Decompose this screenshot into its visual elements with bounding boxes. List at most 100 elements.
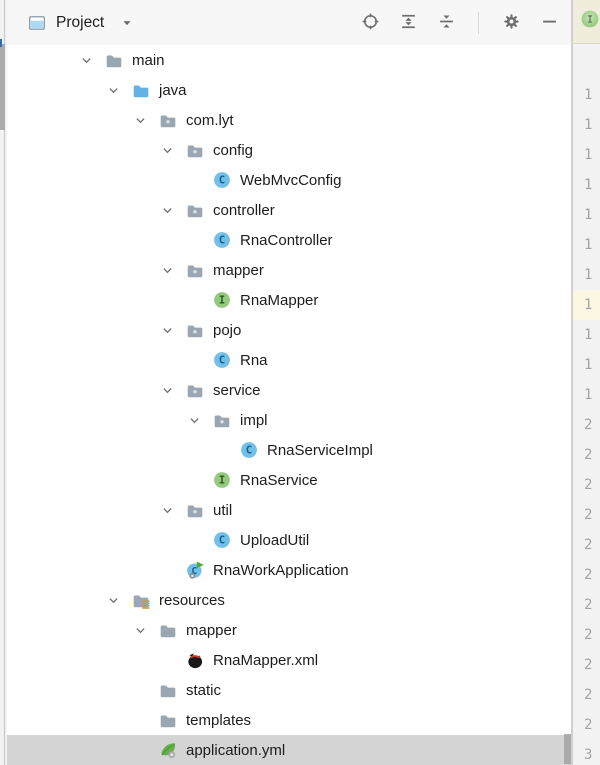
tree-item-label: UploadUtil (240, 531, 310, 549)
tree-item-config[interactable]: config (7, 135, 571, 165)
tree-item-controller[interactable]: controller (7, 195, 571, 225)
spring-boot-class-icon: C (186, 561, 204, 579)
tree-item-rnaworkapplication[interactable]: C RnaWorkApplication (7, 555, 571, 585)
chevron-spacer (186, 525, 213, 555)
line-number: 2 (584, 507, 593, 523)
package-icon (186, 201, 204, 219)
chevron-down-icon[interactable] (105, 75, 132, 105)
tree-item-label: RnaService (240, 471, 318, 489)
tree-item-impl[interactable]: impl (7, 405, 571, 435)
tree-item-label: Rna (240, 351, 268, 369)
class-icon: C (213, 171, 231, 189)
tree-item-rnaservice[interactable]: I RnaService (7, 465, 571, 495)
minimize-icon (541, 13, 558, 33)
toolbar-separator (478, 11, 479, 34)
tool-window-title: Project (56, 13, 105, 31)
package-icon (186, 261, 204, 279)
tree-item-application-yml[interactable]: application.yml (7, 735, 571, 765)
chevron-spacer (132, 705, 159, 735)
tree-item-uploadutil[interactable]: C UploadUtil (7, 525, 571, 555)
chevron-down-icon[interactable] (186, 405, 213, 435)
chevron-down-icon[interactable] (159, 375, 186, 405)
chevron-spacer (159, 555, 186, 585)
chevron-down-icon[interactable] (159, 135, 186, 165)
line-number: 1 (584, 387, 593, 403)
tree-item-com-lyt[interactable]: com.lyt (7, 105, 571, 135)
tree-item-label: java (159, 81, 187, 99)
chevron-down-icon[interactable] (159, 195, 186, 225)
interface-icon: I (213, 471, 231, 489)
package-icon (213, 411, 231, 429)
line-number: 1 (584, 327, 593, 343)
line-number: 2 (584, 717, 593, 733)
chevron-spacer (186, 285, 213, 315)
class-icon: C (213, 351, 231, 369)
chevron-down-icon[interactable] (120, 16, 134, 30)
chevron-spacer (132, 735, 159, 765)
java-source-folder-icon (132, 81, 150, 99)
chevron-spacer (186, 345, 213, 375)
line-number: 1 (584, 267, 593, 283)
tree-item-service[interactable]: service (7, 375, 571, 405)
chevron-spacer (159, 645, 186, 675)
tree-item-label: pojo (213, 321, 242, 339)
tree-item-main[interactable]: main (7, 45, 571, 75)
tree-item-label: resources (159, 591, 225, 609)
chevron-down-icon[interactable] (78, 45, 105, 75)
tree-item-mapper[interactable]: mapper (7, 615, 571, 645)
editor-tab[interactable]: I (573, 0, 600, 44)
settings-button[interactable] (497, 9, 525, 37)
svg-text:C: C (219, 534, 225, 547)
tree-item-util[interactable]: util (7, 495, 571, 525)
line-number: 2 (584, 597, 593, 613)
chevron-spacer (186, 225, 213, 255)
tree-item-mapper[interactable]: mapper (7, 255, 571, 285)
tree-scrollbar-thumb[interactable] (564, 734, 571, 764)
package-icon (186, 501, 204, 519)
package-icon (186, 381, 204, 399)
chevron-down-icon[interactable] (159, 315, 186, 345)
tree-item-label: mapper (186, 621, 237, 639)
tree-item-pojo[interactable]: pojo (7, 315, 571, 345)
tree-item-resources[interactable]: resources (7, 585, 571, 615)
line-number: 1 (584, 237, 593, 253)
stripe-scrollbar-thumb[interactable] (0, 44, 5, 130)
tree-item-static[interactable]: static (7, 675, 571, 705)
line-number: 1 (584, 357, 593, 373)
package-icon (186, 141, 204, 159)
tree-item-rna[interactable]: C Rna (7, 345, 571, 375)
chevron-down-icon[interactable] (132, 105, 159, 135)
expand-all-button[interactable] (394, 9, 422, 37)
locate-file-button[interactable] (356, 9, 384, 37)
tree-item-templates[interactable]: templates (7, 705, 571, 735)
expand-all-icon (400, 13, 417, 33)
tree-item-label: RnaWorkApplication (213, 561, 349, 579)
tree-item-rnamapper-xml[interactable]: RnaMapper.xml (7, 645, 571, 675)
line-number: 2 (584, 657, 593, 673)
line-number: 1 (584, 177, 593, 193)
tool-window-stripe (0, 0, 7, 765)
chevron-down-icon[interactable] (159, 255, 186, 285)
folder-icon (105, 51, 123, 69)
package-icon (186, 321, 204, 339)
collapse-all-button[interactable] (432, 9, 460, 37)
chevron-spacer (132, 675, 159, 705)
line-number: 2 (584, 447, 593, 463)
tree-item-java[interactable]: java (7, 75, 571, 105)
project-view-icon (28, 14, 46, 32)
line-number: 2 (584, 477, 593, 493)
class-icon: C (213, 531, 231, 549)
chevron-down-icon[interactable] (105, 585, 132, 615)
stripe-divider (4, 0, 5, 765)
hide-panel-button[interactable] (535, 9, 563, 37)
chevron-down-icon[interactable] (132, 615, 159, 645)
chevron-down-icon[interactable] (159, 495, 186, 525)
svg-text:I: I (219, 294, 225, 307)
chevron-spacer (186, 465, 213, 495)
svg-text:C: C (191, 566, 197, 577)
